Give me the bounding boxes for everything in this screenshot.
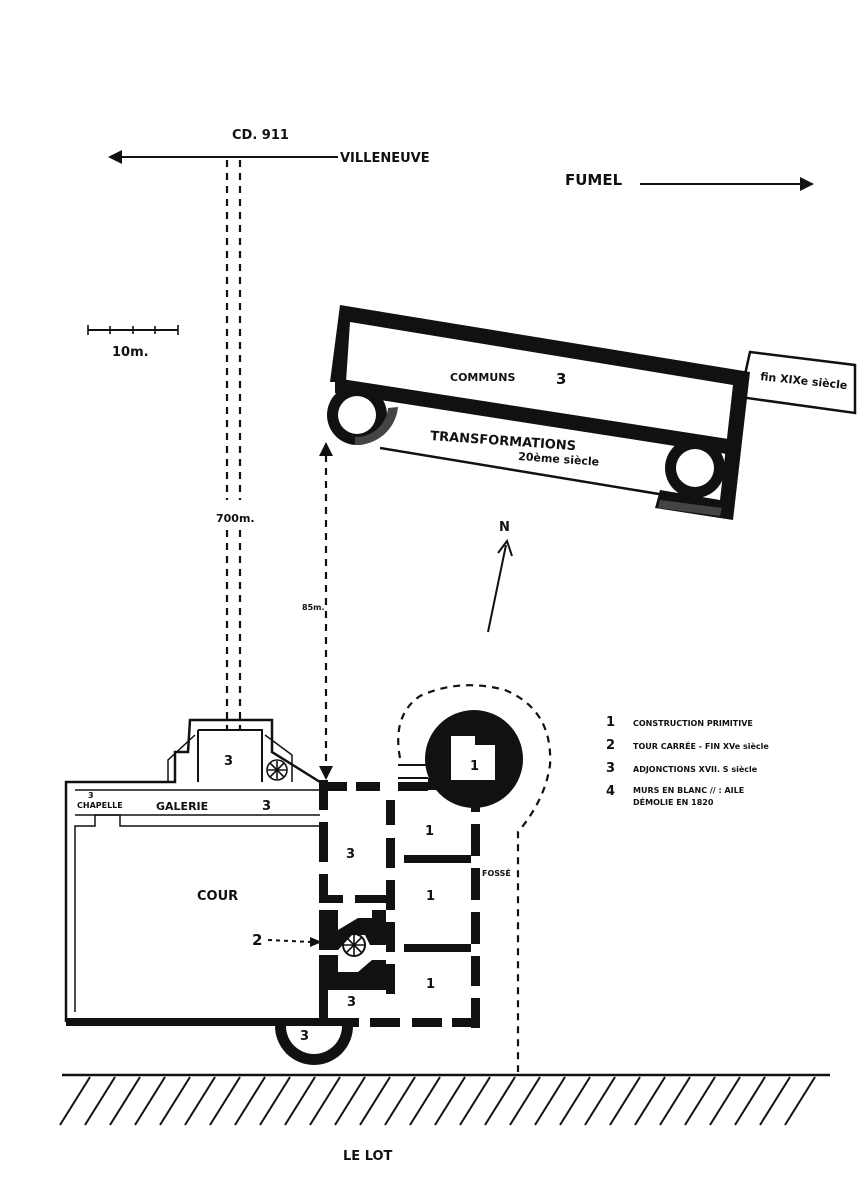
fumel-direction: FUMEL (565, 171, 814, 191)
round-tower-south: 3 (275, 1026, 353, 1065)
legend-4-num: 4 (606, 784, 615, 799)
keep-number: 1 (470, 759, 479, 774)
river-lot: LE LOT (59, 1073, 830, 1164)
arrow-east-icon (800, 177, 814, 191)
north-label: N (499, 520, 510, 535)
stair-pointer-number: 2 (252, 931, 262, 949)
hatch-line (459, 1076, 491, 1126)
square-tower (319, 910, 386, 990)
hatch-line (359, 1076, 391, 1126)
hatch-line (334, 1076, 366, 1126)
distance-85m-label: 85m. (302, 603, 325, 612)
arrow-down-icon (319, 766, 333, 780)
room-3-main: 3 (346, 847, 355, 862)
annex-label: fin XIXe siècle (760, 370, 848, 392)
hatch-line (759, 1076, 791, 1126)
legend: 1 CONSTRUCTION PRIMITIVE 2 TOUR CARRÉE -… (606, 715, 769, 807)
legend-4-text2: DÉMOLIE EN 1820 (633, 796, 714, 807)
fumel-label: FUMEL (565, 171, 623, 189)
river-label: LE LOT (343, 1149, 393, 1164)
legend-1-num: 1 (606, 715, 615, 730)
hatch-line (384, 1076, 416, 1126)
legend-2-text: TOUR CARRÉE - FIN XVe siècle (633, 740, 769, 751)
fosse-label: FOSSÉ (482, 867, 511, 878)
hatch-line (184, 1076, 216, 1126)
hatch-line (784, 1076, 816, 1126)
stair-pointer-arrow-icon (310, 937, 322, 947)
distance-85m: 85m. (302, 442, 333, 780)
communs-building: COMMUNS 3 TRANSFORMATIONS 20ème siècle f… (327, 305, 857, 520)
hatch-line (59, 1076, 91, 1126)
north-arrow-icon (497, 538, 513, 557)
hatch-line (684, 1076, 716, 1126)
arrow-west-icon (108, 150, 122, 164)
north-arrow: N (487, 520, 513, 633)
hatch-line (659, 1076, 691, 1126)
hatch-line (209, 1076, 241, 1126)
logis-walls (319, 780, 480, 1028)
north-block-number: 3 (224, 754, 233, 769)
distance-700m-label: 700m. (216, 512, 255, 525)
river-bank-hatching (59, 1076, 816, 1126)
hatch-line (509, 1076, 541, 1126)
hatch-line (609, 1076, 641, 1126)
hatch-line (734, 1076, 766, 1126)
hatch-line (259, 1076, 291, 1126)
hatch-line (109, 1076, 141, 1126)
hatch-line (159, 1076, 191, 1126)
moat-line (397, 684, 552, 1072)
room-3-lower: 3 (347, 995, 356, 1010)
legend-3-num: 3 (606, 761, 615, 776)
primitive-keep: 1 (398, 710, 523, 808)
hatch-line (309, 1076, 341, 1126)
hatch-line (709, 1076, 741, 1126)
century-20-label: 20ème siècle (518, 450, 600, 469)
road-cd911: CD. 911 VILLENEUVE (108, 128, 430, 166)
hatch-line (534, 1076, 566, 1126)
cour-label: COUR (197, 889, 238, 904)
hatch-line (559, 1076, 591, 1126)
hatch-line (134, 1076, 166, 1126)
scale-label: 10m. (112, 345, 149, 360)
villeneuve-label: VILLENEUVE (340, 151, 430, 166)
legend-1-text: CONSTRUCTION PRIMITIVE (633, 719, 753, 728)
hatch-line (284, 1076, 316, 1126)
hatch-line (584, 1076, 616, 1126)
room-1c: 1 (426, 977, 435, 992)
scale-bar: 10m. (87, 325, 179, 360)
castle-plan: 3 GALERIE 3 3 CHAPELLE COUR (64, 684, 552, 1072)
communs-label: COMMUNS (450, 371, 515, 384)
legend-3-text: ADJONCTIONS XVII. S siècle (633, 764, 758, 774)
chapelle-label: CHAPELLE (77, 801, 123, 810)
road-name-label: CD. 911 (232, 128, 289, 143)
legend-4-text: MURS EN BLANC // : AILE (633, 786, 744, 795)
legend-2-num: 2 (606, 738, 615, 753)
hatch-line (634, 1076, 666, 1126)
hatch-line (409, 1076, 441, 1126)
galerie-number: 3 (262, 799, 271, 814)
hatch-line (84, 1076, 116, 1126)
round-tower-number: 3 (300, 1029, 309, 1044)
transformations-label: TRANSFORMATIONS (430, 429, 577, 454)
room-1a: 1 (425, 824, 434, 839)
hatch-line (484, 1076, 516, 1126)
access-road: 700m. (216, 160, 255, 730)
chapelle-number: 3 (88, 791, 94, 800)
hatch-line (434, 1076, 466, 1126)
arrow-up-icon (319, 442, 333, 456)
spiral-stair-north-icon (266, 759, 288, 781)
galerie-label: GALERIE (156, 800, 208, 813)
room-1b: 1 (426, 889, 435, 904)
hatch-line (234, 1076, 266, 1126)
communs-number: 3 (556, 370, 566, 388)
